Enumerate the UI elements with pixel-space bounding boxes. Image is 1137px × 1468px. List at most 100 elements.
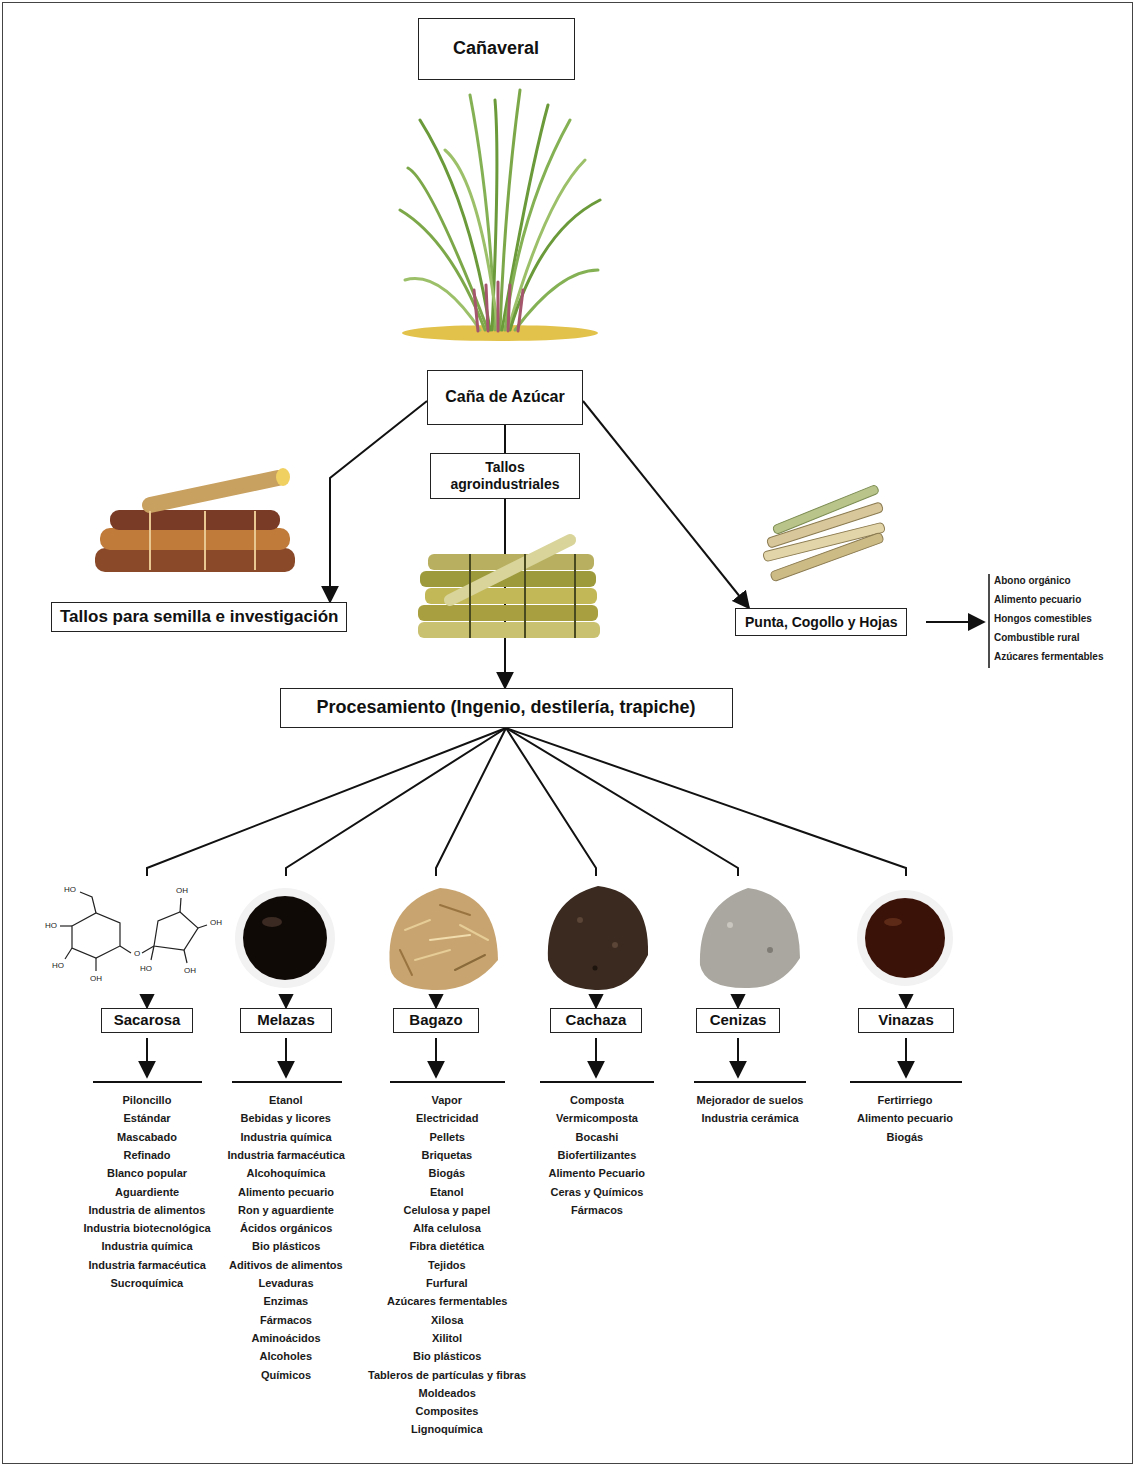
highlight	[884, 918, 902, 926]
highlight	[262, 917, 282, 927]
product-use: Industria química	[241, 1129, 332, 1145]
leaf	[502, 105, 548, 330]
stalk-node	[524, 554, 526, 638]
list-arrow	[435, 1038, 437, 1077]
node-text: Vinazas	[878, 1011, 934, 1029]
product-use: Pellets	[430, 1129, 465, 1145]
node-text: Sacarosa	[114, 1011, 181, 1029]
sugarcane-plant	[400, 90, 600, 341]
molasses-dish	[235, 888, 335, 988]
leaf-strip	[772, 484, 879, 534]
product-use: Aminoácidos	[252, 1330, 321, 1346]
product-use: Mejorador de suelos	[697, 1092, 804, 1108]
product-use: Refinado	[124, 1147, 171, 1163]
product-use: Sucroquímica	[111, 1275, 184, 1291]
process-box: Caña de Azúcar	[427, 370, 583, 425]
list-rule	[850, 1081, 962, 1083]
use-list-item: Abono orgánico	[994, 573, 1071, 588]
product-use: Ácidos orgánicos	[240, 1220, 332, 1236]
node-text: Tallos para semilla e investigación	[60, 607, 338, 627]
molasses	[243, 896, 327, 980]
speck	[593, 966, 598, 971]
bagasse-pile	[389, 888, 498, 990]
leaf-strip	[770, 532, 884, 582]
product-box: Melazas	[240, 1008, 332, 1033]
product-use: Industria cerámica	[702, 1110, 799, 1126]
product-use: Industria química	[102, 1238, 193, 1254]
product-use: Alimento pecuario	[238, 1184, 334, 1200]
image-ground	[380, 876, 505, 994]
fibre	[460, 925, 488, 940]
product-use: Industria de alimentos	[89, 1202, 206, 1218]
leaf	[400, 210, 485, 330]
node-text: Procesamiento (Ingenio, destilería, trap…	[316, 697, 695, 719]
node-text: Cañaveral	[453, 38, 539, 60]
dish	[857, 890, 953, 986]
product-use: Briquetas	[422, 1147, 473, 1163]
product-use: Fármacos	[260, 1312, 312, 1328]
product-box: Bagazo	[393, 1008, 479, 1033]
bond	[151, 946, 154, 960]
node-text: Bagazo	[409, 1011, 462, 1029]
use-list-item: Alimento pecuario	[994, 592, 1081, 607]
product-use: Alimento Pecuario	[549, 1165, 646, 1181]
filter-cake	[548, 886, 648, 990]
stalk-node	[254, 511, 256, 570]
title-box: Cañaveral	[418, 18, 575, 80]
stalk-nodes	[150, 511, 255, 570]
product-use: Fibra dietética	[410, 1238, 485, 1254]
product-use: Bebidas y licores	[241, 1110, 332, 1126]
product-use: Alcoholes	[260, 1348, 313, 1364]
product-use: Industria farmacéutica	[228, 1147, 345, 1163]
glucose-ring	[72, 913, 120, 958]
fibre	[440, 905, 470, 915]
atom-label: OH	[210, 918, 222, 928]
list-arrow	[146, 1038, 148, 1077]
ash-pile	[700, 888, 800, 988]
product-use: Mascabado	[117, 1129, 177, 1145]
stem	[497, 282, 500, 331]
list-rule	[694, 1081, 806, 1083]
image-ground	[845, 876, 965, 994]
stalk-nodes	[470, 554, 575, 638]
stalk	[418, 622, 600, 638]
list-arrow	[905, 1038, 907, 1077]
product-use: Alcohoquímica	[247, 1165, 326, 1181]
product-use: Ceras y Químicos	[551, 1184, 644, 1200]
product-use: Tableros de partículas y fibras	[368, 1367, 526, 1383]
pointer-arrow	[926, 621, 984, 623]
flow-arrow	[330, 401, 427, 602]
ash	[700, 888, 800, 988]
bond	[65, 948, 72, 959]
product-use: Etanol	[430, 1184, 464, 1200]
bond	[180, 898, 181, 912]
product-use: Composta	[570, 1092, 624, 1108]
image-ground	[535, 876, 660, 994]
fibres	[400, 905, 488, 975]
product-box: Cenizas	[696, 1008, 780, 1033]
product-use: Celulosa y papel	[404, 1202, 491, 1218]
node-text: Melazas	[257, 1011, 315, 1029]
list-connectors	[93, 1038, 962, 1082]
product-use: Aditivos de alimentos	[229, 1257, 343, 1273]
bond	[80, 892, 96, 913]
bracket-line	[988, 574, 990, 668]
process-box: Procesamiento (Ingenio, destilería, trap…	[280, 688, 733, 728]
product-use: Ron y aguardiente	[238, 1202, 334, 1218]
product-box: Vinazas	[858, 1008, 954, 1033]
label-box: Punta, Cogollo y Hojas	[735, 608, 907, 636]
product-use: Químicos	[261, 1367, 311, 1383]
node-text: Cachaza	[566, 1011, 627, 1029]
bagasse	[389, 888, 498, 990]
atom-label: OH	[90, 974, 102, 984]
leaf	[510, 200, 600, 330]
node-text: Punta, Cogollo y Hojas	[745, 614, 897, 631]
stem	[486, 285, 488, 331]
bond	[120, 946, 131, 953]
stalk-node	[204, 511, 206, 570]
image-ground	[226, 876, 346, 994]
product-use: Biogás	[429, 1165, 466, 1181]
sucrose-molecule	[60, 892, 207, 971]
flow-arrow	[504, 425, 506, 454]
use-list-item: Azúcares fermentables	[994, 649, 1104, 664]
